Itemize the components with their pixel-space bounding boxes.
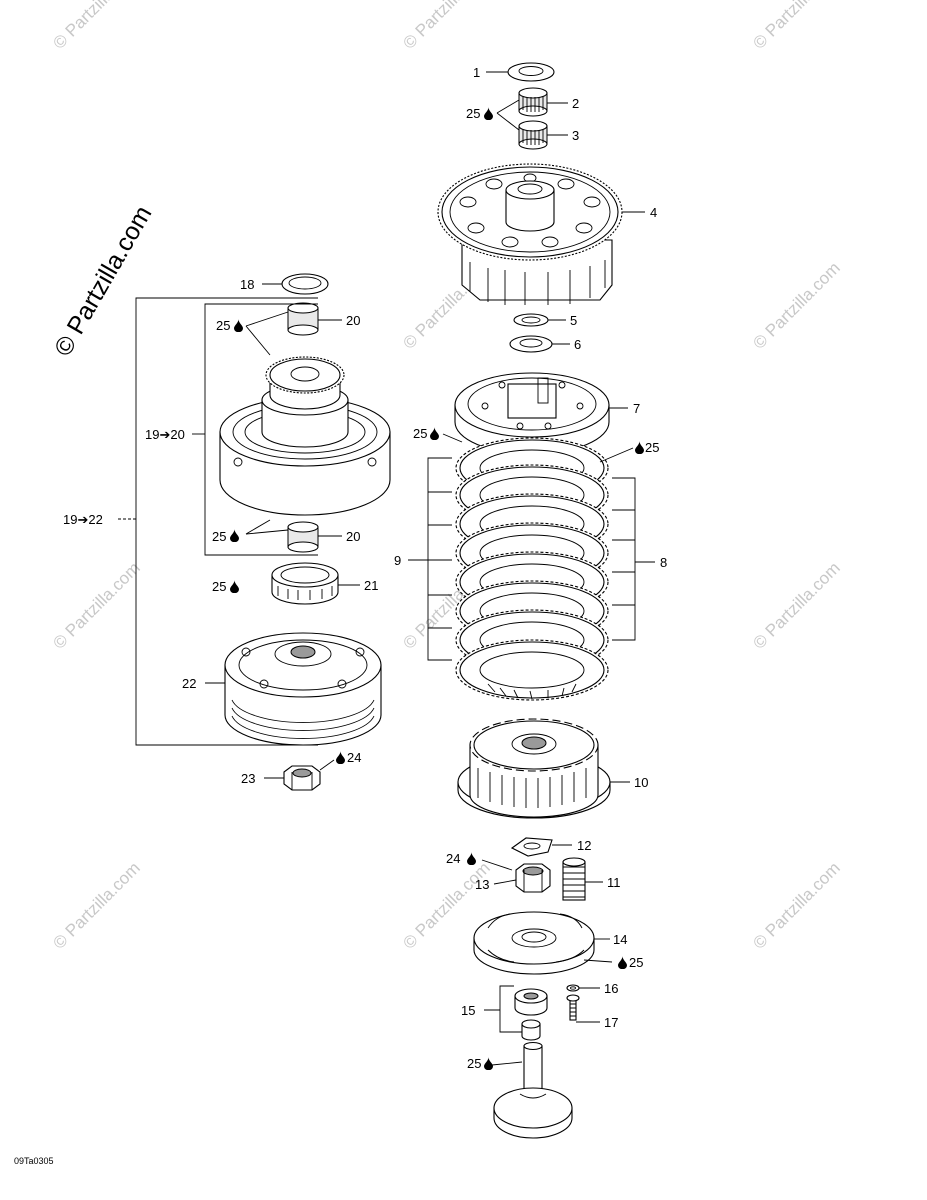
- callout-25: 25: [466, 106, 480, 121]
- part-12-lock-washer: [510, 837, 553, 857]
- part-3-needle-bearing: [518, 120, 548, 150]
- callout-1: 1: [473, 65, 480, 80]
- oil-drop-icon: [467, 852, 476, 865]
- oil-drop-icon: [230, 529, 239, 542]
- diagram-reference-code: 09Ta0305: [14, 1156, 54, 1166]
- part-10-clutch-hub: [457, 718, 611, 819]
- callout-10: 10: [634, 775, 648, 790]
- part-21-sprag-clutch: [271, 562, 339, 605]
- oil-drop-icon: [336, 751, 345, 764]
- part-16-washer: [566, 984, 580, 992]
- callout-25: 25: [216, 318, 230, 333]
- callout-14: 14: [613, 932, 627, 947]
- callout-20: 20: [346, 529, 360, 544]
- callout-25: 25: [467, 1056, 481, 1071]
- part-11-spring: [562, 857, 586, 901]
- callout-7: 7: [633, 401, 640, 416]
- callout-4: 4: [650, 205, 657, 220]
- partzilla-watermark: © Partzilla.com: [49, 201, 157, 361]
- callout-12: 12: [577, 838, 591, 853]
- part-17-screw: [566, 994, 580, 1021]
- watermark: © Partzilla.com: [49, 558, 143, 652]
- callout-24: 24: [446, 851, 460, 866]
- oil-drop-icon: [230, 580, 239, 593]
- part-1-thrust-washer: [507, 62, 555, 82]
- callout-2: 2: [572, 96, 579, 111]
- callout-25: 25: [212, 579, 226, 594]
- callout-17: 17: [604, 1015, 618, 1030]
- parts-8-9-clutch-plate-stack: [455, 437, 609, 701]
- part-20-bushing-upper: [287, 302, 319, 336]
- callout-5: 5: [570, 313, 577, 328]
- callout-25: 25: [413, 426, 427, 441]
- part-22-starter-clutch-housing: [224, 632, 382, 746]
- callout-25: 25: [645, 440, 659, 455]
- callout-9: 9: [394, 553, 401, 568]
- oil-drop-icon: [484, 107, 493, 120]
- oil-drop-icon: [430, 427, 439, 440]
- callout-18: 18: [240, 277, 254, 292]
- callout-11: 11: [607, 875, 621, 890]
- callout-3: 3: [572, 128, 579, 143]
- part-6-washer: [509, 335, 553, 353]
- oil-drop-icon: [484, 1057, 493, 1070]
- callout-15: 15: [461, 1003, 475, 1018]
- watermark: © Partzilla.com: [399, 0, 493, 53]
- watermark: © Partzilla.com: [749, 258, 843, 352]
- oil-drop-icon: [618, 956, 627, 969]
- callout-22: 22: [182, 676, 196, 691]
- callout-24: 24: [347, 750, 361, 765]
- part-13-nut: [515, 863, 551, 893]
- watermark: © Partzilla.com: [749, 0, 843, 53]
- oil-drop-icon: [234, 319, 243, 332]
- callout-6: 6: [574, 337, 581, 352]
- callout-16: 16: [604, 981, 618, 996]
- part-2-needle-bearing: [518, 87, 548, 117]
- clutch-plate: [455, 639, 609, 701]
- callout-8: 8: [660, 555, 667, 570]
- watermark: © Partzilla.com: [49, 858, 143, 952]
- watermark: © Partzilla.com: [749, 858, 843, 952]
- part-15-bearing-assembly: [514, 988, 548, 1041]
- callout-21: 21: [364, 578, 378, 593]
- callout-20: 20: [346, 313, 360, 328]
- callout-13: 13: [475, 877, 489, 892]
- callout-19-20: 19➔20: [145, 427, 185, 442]
- part-5-washer: [513, 313, 549, 327]
- watermark: © Partzilla.com: [749, 558, 843, 652]
- callout-25: 25: [212, 529, 226, 544]
- callout-labels: 1 2 3 25 4 5 6 7 25 25 8 9 10 12 24 13 1…: [63, 65, 667, 1071]
- part-19-starter-driven-gear: [219, 356, 391, 516]
- callout-25: 25: [629, 955, 643, 970]
- callout-19-22: 19➔22: [63, 512, 103, 527]
- callout-23: 23: [241, 771, 255, 786]
- part-23-nut: [283, 765, 321, 791]
- part-14-spring-plate: [473, 911, 595, 975]
- part-pushrod-assembly: [493, 1041, 573, 1139]
- watermark: © Partzilla.com: [49, 0, 143, 53]
- oil-drop-icon: [635, 441, 644, 454]
- part-18-washer: [281, 273, 329, 295]
- leader-lines: [118, 71, 655, 1066]
- watermark-layer: © Partzilla.com © Partzilla.com © Partzi…: [49, 0, 844, 953]
- part-20-bushing-lower: [287, 521, 319, 553]
- part-4-clutch-housing-gear: [437, 163, 623, 305]
